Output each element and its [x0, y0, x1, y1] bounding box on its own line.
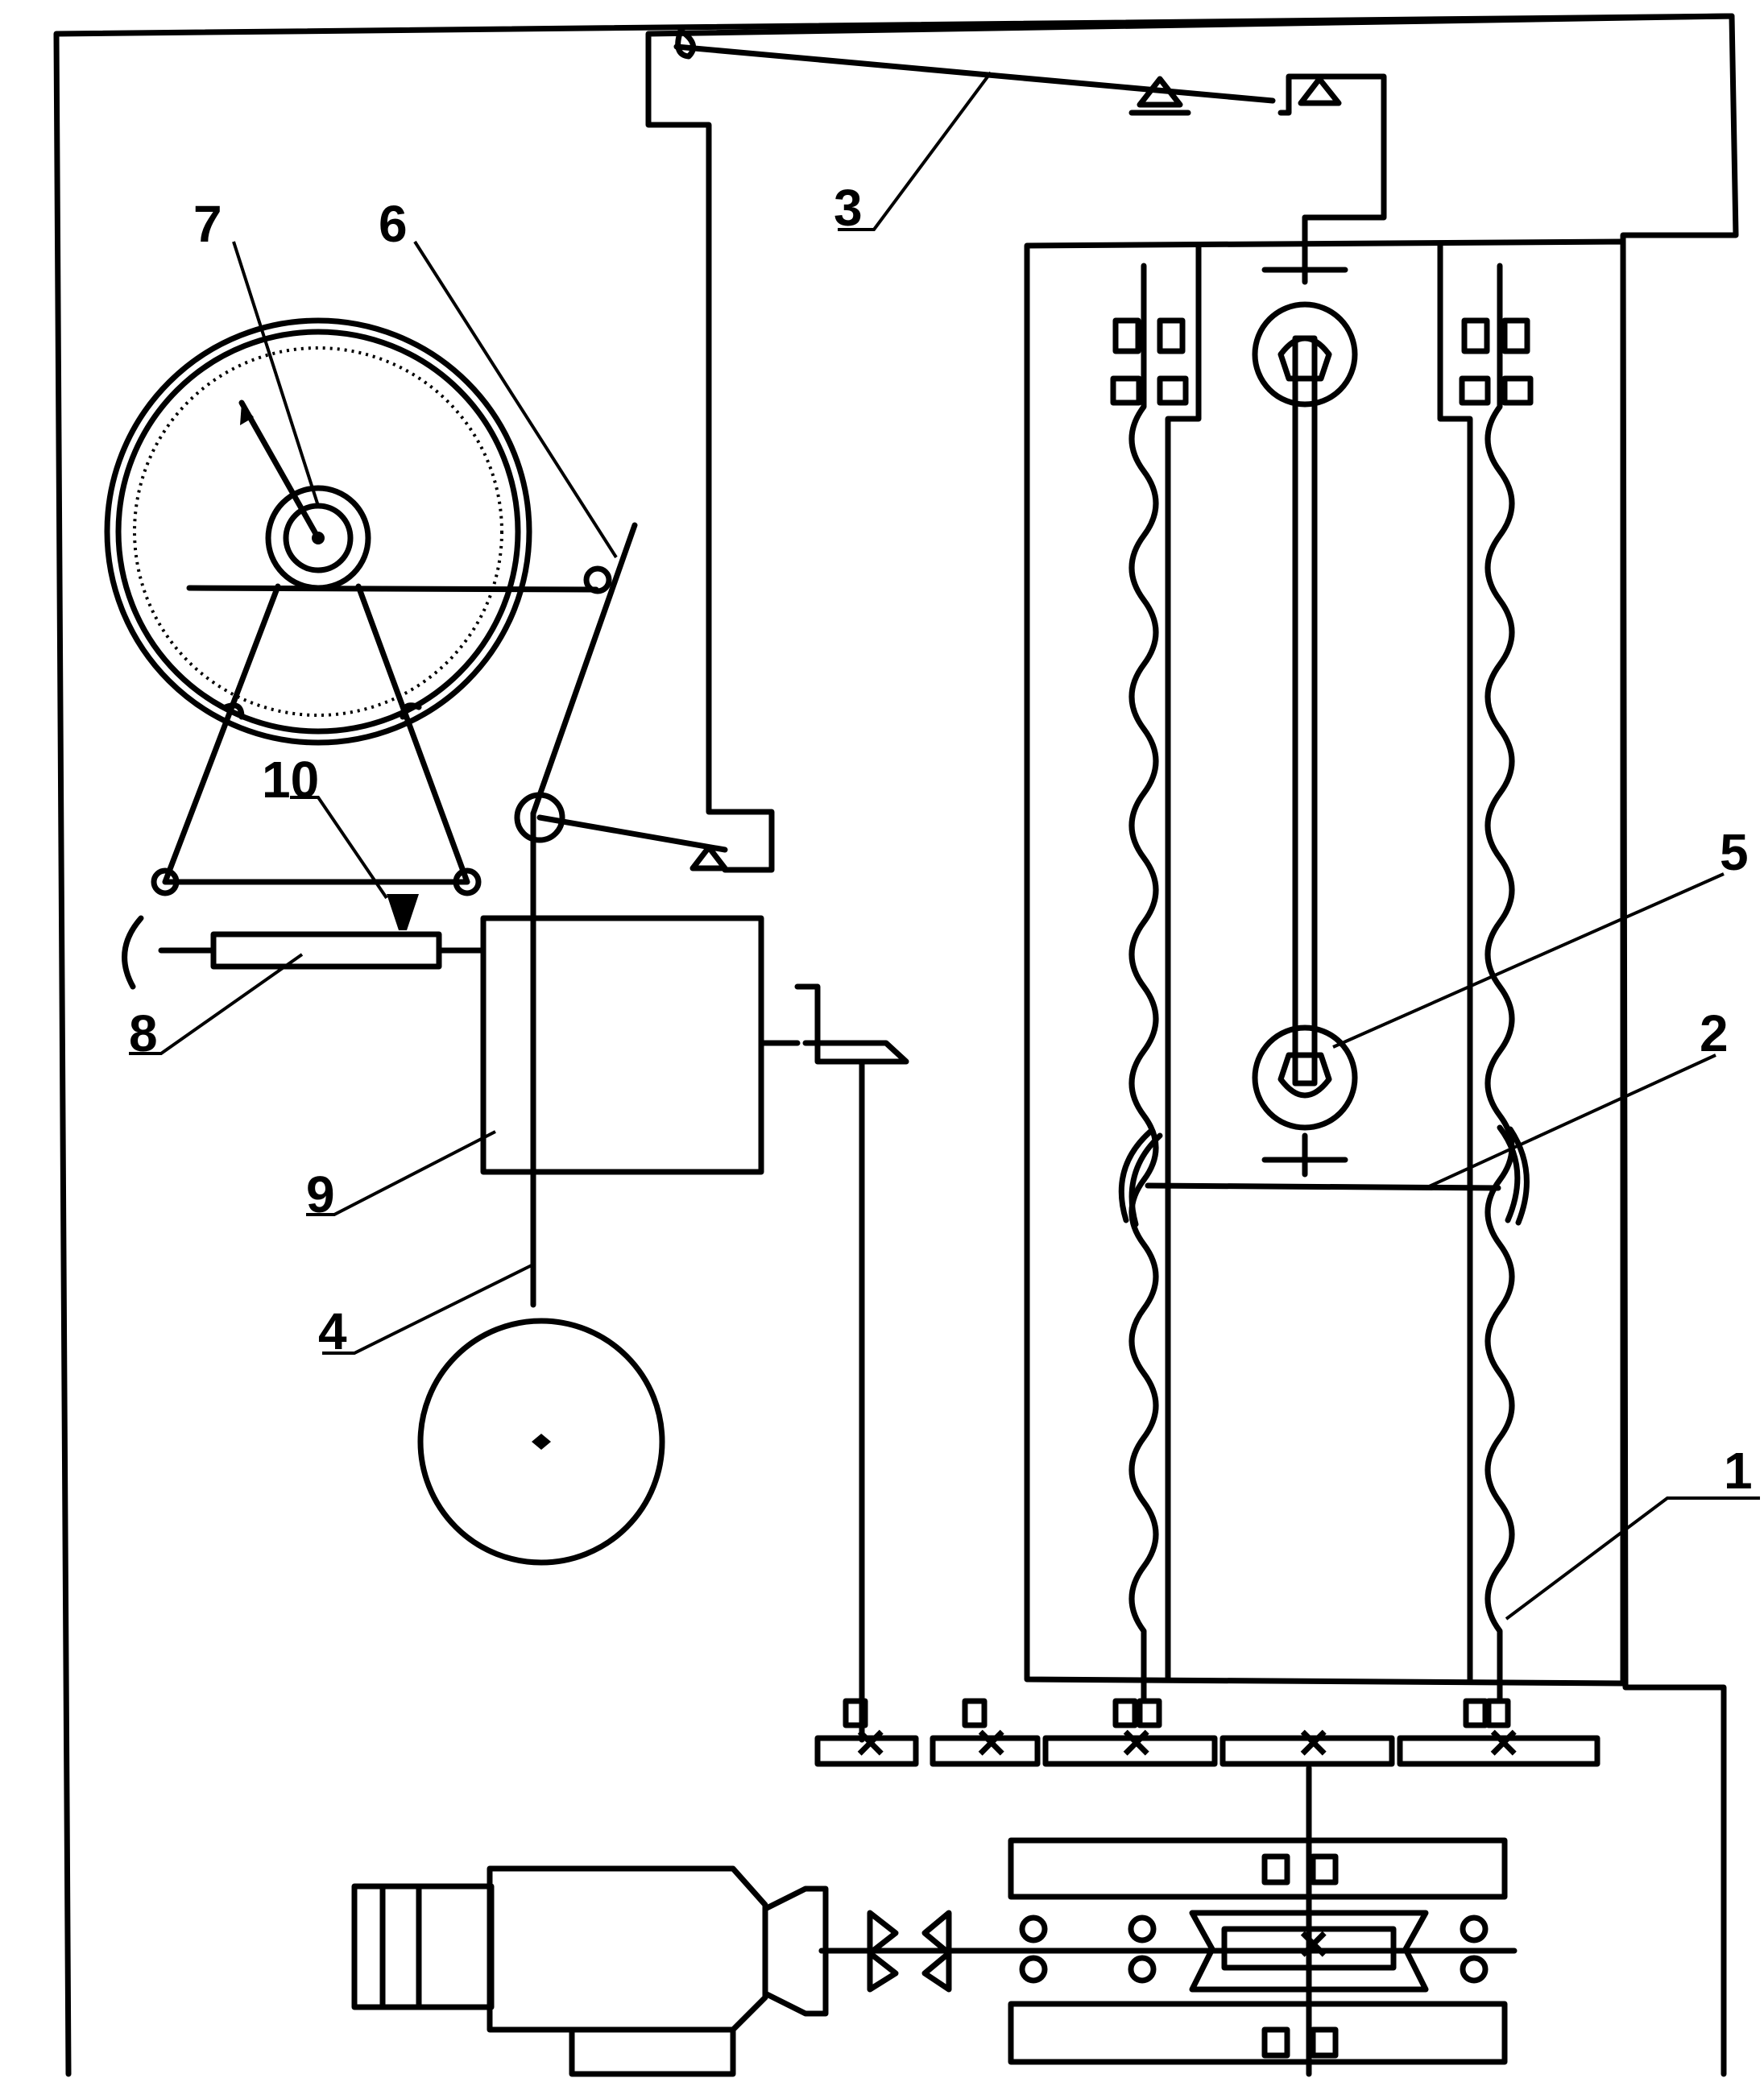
screw-right: [1484, 263, 1515, 1703]
pendulum-center: [532, 1434, 551, 1450]
lever-6-pivot: [583, 565, 612, 594]
gearbox: ×: [818, 1837, 1518, 2065]
leader-1: [1505, 1496, 1760, 1621]
leader-9: [306, 1130, 496, 1216]
screw-left: [1128, 263, 1159, 1703]
label-8: 8: [129, 1004, 158, 1062]
svg-text:×: ×: [1298, 1713, 1328, 1771]
leader-4: [322, 1263, 534, 1355]
top-beam-frame: [645, 13, 1735, 873]
crosshead-nut-left: [1118, 1128, 1163, 1227]
leader-5: [1332, 872, 1725, 1049]
lower-bearings: [843, 1698, 1511, 1728]
svg-text:×: ×: [1298, 1914, 1328, 1972]
specimen-5: [1252, 256, 1358, 1178]
lever-6: [530, 522, 638, 817]
label-6: 6: [379, 195, 408, 253]
left-column: [1165, 242, 1202, 1683]
lever-pivot-left: [1128, 76, 1191, 116]
label-3: 3: [834, 179, 863, 237]
leader-7: [232, 241, 320, 507]
label-4: 4: [318, 1302, 347, 1360]
right-column: [1437, 242, 1473, 1683]
label-9: 9: [306, 1165, 335, 1223]
leader-6: [413, 240, 618, 559]
label-7: 7: [193, 195, 222, 253]
label-5: 5: [1720, 823, 1749, 881]
right-bracket: [758, 983, 909, 1065]
crosshead-2: [1145, 1182, 1501, 1191]
pendulum-arm: [536, 814, 728, 871]
recorder-box-9: [480, 915, 764, 1175]
leader-10: [290, 796, 388, 900]
label-1: 1: [1724, 1442, 1753, 1500]
loading-frame: [1024, 238, 1626, 1687]
crosshead-nut-right: [1497, 1124, 1530, 1226]
svg-text:×: ×: [976, 1713, 1006, 1771]
svg-text:×: ×: [1489, 1713, 1518, 1771]
leader-3: [838, 71, 992, 231]
lever-pivot-right: [1298, 76, 1342, 106]
dial-7: [104, 317, 599, 896]
pointer-10: [387, 894, 419, 930]
electric-motor: [351, 1865, 857, 2077]
upper-bearings-right: [1459, 317, 1534, 406]
label-2: 2: [1700, 1004, 1729, 1062]
leader-8: [129, 953, 304, 1055]
gear-train: × × × × ×: [814, 1713, 1600, 1771]
lever-top-clip: [675, 27, 697, 60]
upper-bearings-left: [1110, 317, 1189, 406]
pendulum-pivot: [514, 792, 565, 843]
handwheel: [122, 915, 144, 990]
leader-2: [1425, 1053, 1716, 1190]
rack-8: [158, 931, 487, 970]
motor-coupling: [867, 1910, 952, 1993]
label-10: 10: [262, 751, 319, 809]
pendulum-weight: [417, 1318, 665, 1566]
